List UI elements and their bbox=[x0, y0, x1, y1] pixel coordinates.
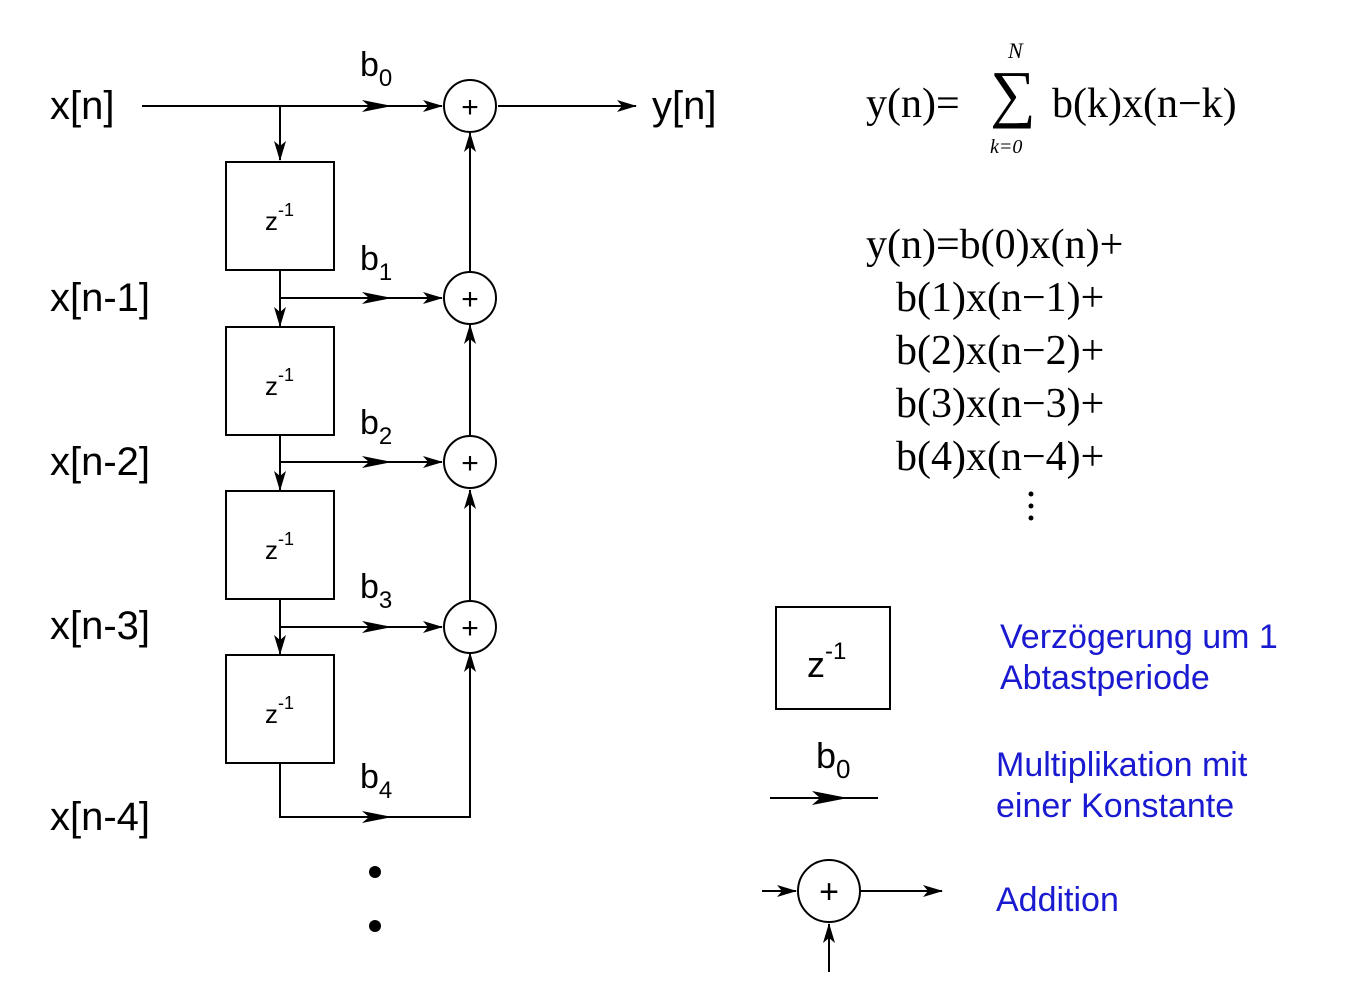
input-label-x0: x[n] bbox=[50, 84, 114, 128]
multiplier-arrows bbox=[362, 100, 392, 823]
multiplier-arrow-b4 bbox=[362, 811, 392, 823]
legend-symbols: z-1 b0 + bbox=[762, 606, 943, 972]
legend-delay-box bbox=[775, 606, 891, 710]
continuation-dot-2 bbox=[369, 920, 381, 932]
equation-ellipsis-dot-2 bbox=[1028, 503, 1034, 509]
equation-line-4: b(4)x(n−4)+ bbox=[896, 434, 1105, 480]
coef-b0: b0 bbox=[360, 46, 392, 92]
input-label-x1: x[n-1] bbox=[50, 276, 150, 320]
delay-label-3: z-1 bbox=[265, 529, 294, 565]
adder-symbol-3: + bbox=[461, 612, 479, 645]
equation-line-2: b(2)x(n−2)+ bbox=[896, 328, 1105, 374]
delay-label-4: z-1 bbox=[265, 693, 294, 729]
delay-block-4 bbox=[225, 654, 335, 764]
adder-symbol-2: + bbox=[461, 447, 479, 480]
continuation-dot-1 bbox=[369, 866, 381, 878]
multiplier-arrow-b1 bbox=[362, 292, 392, 304]
coefficient-labels: b0 b1 b2 b3 b4 bbox=[360, 46, 392, 804]
output-label: y[n] bbox=[652, 84, 716, 128]
adder-2 bbox=[443, 435, 497, 489]
legend-mult-line2: einer Konstante bbox=[996, 787, 1235, 825]
adder-1 bbox=[443, 271, 497, 325]
multiplier-arrow-b2 bbox=[362, 456, 392, 468]
equation-ellipsis-dot-1 bbox=[1028, 491, 1034, 497]
legend-coef-label: b0 bbox=[816, 735, 851, 784]
adder-symbol-1: + bbox=[461, 283, 479, 316]
equation-line-3: b(3)x(n−3)+ bbox=[896, 381, 1105, 427]
multiplier-arrow-b3 bbox=[362, 621, 392, 633]
adders: + + + + bbox=[443, 79, 497, 654]
equation-line-0: y(n)=b(0)x(n)+ bbox=[866, 222, 1124, 268]
delay-block-2 bbox=[225, 326, 335, 436]
input-label-x2: x[n-2] bbox=[50, 440, 150, 484]
delay-label-1: z-1 bbox=[265, 200, 294, 236]
legend-mult-desc: Multiplikation mit einer Konstante bbox=[996, 745, 1247, 827]
legend-delay-line2: Abtastperiode bbox=[1000, 659, 1210, 697]
coef-b1: b1 bbox=[360, 240, 392, 286]
equation-sum-rhs: b(k)x(n−k) bbox=[1052, 81, 1237, 127]
equation-line-1: b(1)x(n−1)+ bbox=[896, 275, 1105, 321]
legend-add-desc: Addition bbox=[996, 881, 1119, 919]
legend-adder-symbol: + bbox=[819, 873, 839, 911]
adder-symbol-0: + bbox=[461, 91, 479, 124]
coef-b2: b2 bbox=[360, 404, 392, 450]
legend-mult-line1: Multiplikation mit bbox=[996, 746, 1248, 784]
legend-delay-desc: Verzögerung um 1 Abtastperiode bbox=[1000, 617, 1278, 699]
equation-sum-lhs: y(n)= bbox=[866, 81, 960, 127]
sigma-symbol: ∑ bbox=[990, 58, 1036, 129]
coef-b3: b3 bbox=[360, 568, 392, 614]
adder-3 bbox=[443, 600, 497, 654]
legend-delay-line1: Verzögerung um 1 bbox=[1000, 618, 1278, 656]
delay-block-1 bbox=[225, 161, 335, 271]
delay-label-2: z-1 bbox=[265, 365, 294, 401]
sum-lower-limit: k=0 bbox=[990, 136, 1023, 158]
multiplier-arrow-b0 bbox=[362, 100, 392, 112]
adder-0 bbox=[443, 79, 497, 133]
coef-b4: b4 bbox=[360, 758, 392, 804]
input-label-x3: x[n-3] bbox=[50, 604, 150, 648]
input-label-x4: x[n-4] bbox=[50, 795, 150, 839]
sum-upper-limit: N bbox=[1008, 38, 1023, 63]
delay-block-3 bbox=[225, 490, 335, 600]
equation-ellipsis-dot-3 bbox=[1028, 515, 1034, 521]
legend-mult-arrowhead bbox=[812, 791, 848, 805]
delay-blocks: z-1 z-1 z-1 z-1 bbox=[225, 161, 335, 764]
legend-delay-label: z-1 bbox=[807, 638, 846, 685]
signal-labels: x[n] x[n-1] x[n-2] x[n-3] x[n-4] y[n] bbox=[50, 84, 716, 839]
